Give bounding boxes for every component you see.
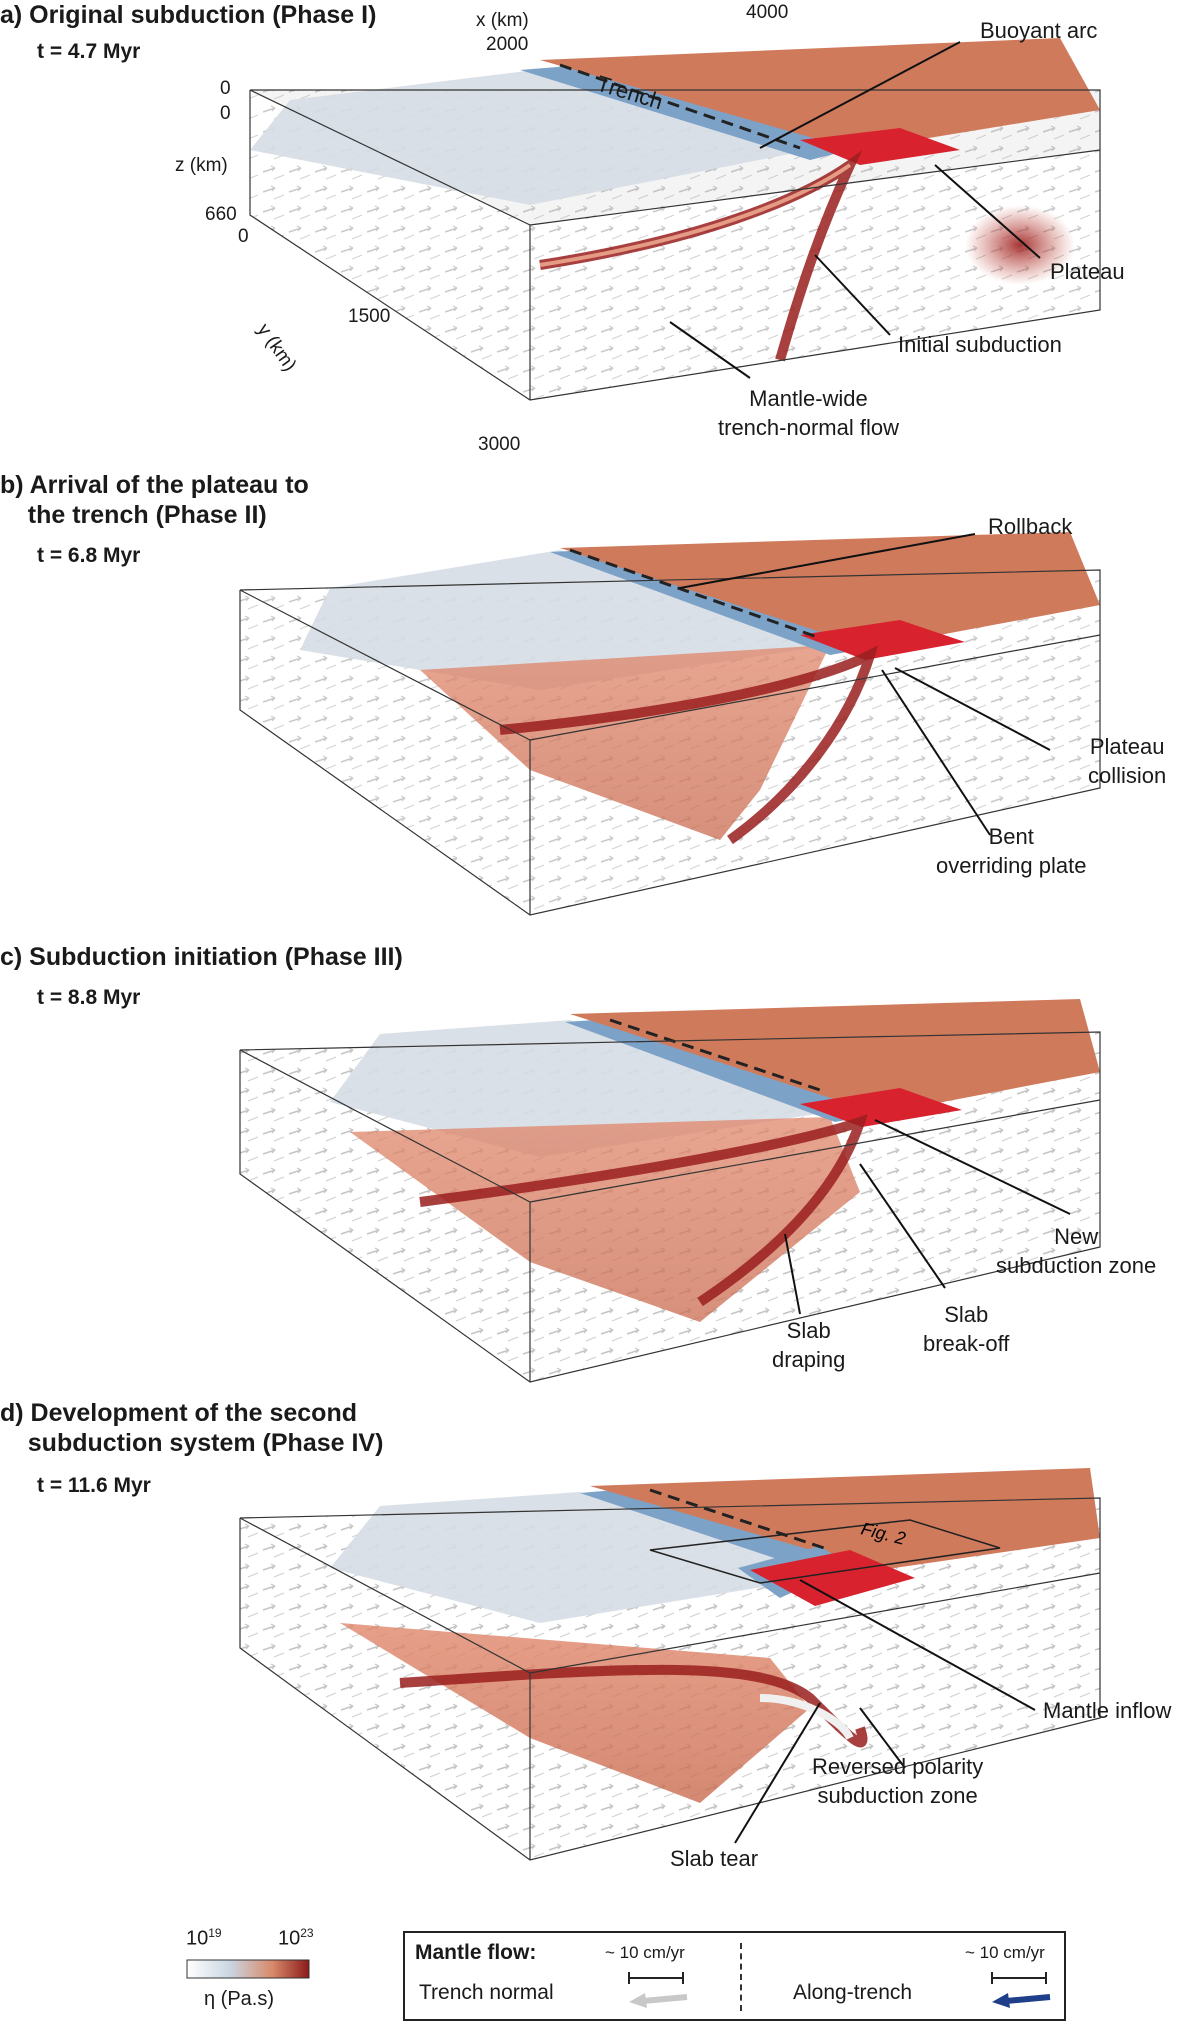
scale-bar-right <box>990 1971 1050 1985</box>
z-tick-0c: 0 <box>238 226 249 248</box>
scale-right-label: ~ 10 cm/yr <box>965 1943 1045 1963</box>
trench-normal-label: Trench normal <box>419 1981 554 2005</box>
model-block-3d: Fig. 2 <box>0 1398 1200 1898</box>
label-mantle-inflow: Mantle inflow <box>1043 1696 1171 1725</box>
z-axis-label: z (km) <box>175 155 228 177</box>
flow-legend-title: Mantle flow: <box>415 1941 536 1965</box>
label-reversed-polarity: Reversed polarity subduction zone <box>812 1752 983 1810</box>
mantle-flow-legend: Mantle flow: ~ 10 cm/yr Trench normal ~ … <box>403 1931 1066 2021</box>
trench-normal-arrow-icon <box>627 1987 697 2011</box>
label-plateau-collision: Plateau collision <box>1088 732 1166 790</box>
y-tick-3000: 3000 <box>478 434 520 456</box>
model-block-3d <box>0 0 1200 460</box>
along-trench-arrow-icon <box>990 1987 1060 2011</box>
x-axis-label: x (km) <box>476 10 529 32</box>
panel-a: a) Original subduction (Phase I) t = 4.7… <box>0 0 1200 460</box>
scale-bar-left <box>627 1971 687 1985</box>
z-tick-0b: 0 <box>220 103 231 125</box>
colorbar-gradient <box>186 1958 310 1982</box>
along-trench-label: Along-trench <box>793 1981 912 2005</box>
panel-d: d) Development of the second subduction … <box>0 1398 1200 1898</box>
legend-divider <box>740 1943 742 2011</box>
label-slab-draping: Slab draping <box>772 1316 845 1374</box>
viscosity-colorbar: 1019 1023 η (Pa.s) <box>186 1924 310 2024</box>
panel-c: c) Subduction initiation (Phase III) t =… <box>0 942 1200 1402</box>
colorbar-max: 1023 <box>278 1926 314 1951</box>
label-mantle-flow: Mantle-wide trench-normal flow <box>718 384 899 442</box>
label-new-subduction-zone: New subduction zone <box>996 1222 1156 1280</box>
label-initial-subduction: Initial subduction <box>898 330 1062 359</box>
y-tick-1500: 1500 <box>348 306 390 328</box>
label-slab-tear: Slab tear <box>670 1844 758 1873</box>
model-block-3d <box>0 942 1200 1402</box>
label-plateau: Plateau <box>1050 257 1125 286</box>
label-buoyant-arc: Buoyant arc <box>980 16 1097 45</box>
panel-b: b) Arrival of the plateau to the trench … <box>0 470 1200 930</box>
x-tick-4000: 4000 <box>746 2 788 24</box>
colorbar-label: η (Pa.s) <box>204 1988 274 2011</box>
colorbar-min: 1019 <box>186 1926 222 1951</box>
x-tick-2000: 2000 <box>486 34 528 56</box>
label-slab-break-off: Slab break-off <box>923 1300 1009 1358</box>
label-bent-overriding-plate: Bent overriding plate <box>936 822 1086 880</box>
scale-left-label: ~ 10 cm/yr <box>605 1943 685 1963</box>
z-tick-660: 660 <box>205 204 237 226</box>
z-tick-0a: 0 <box>220 78 231 100</box>
label-rollback: Rollback <box>988 512 1072 541</box>
